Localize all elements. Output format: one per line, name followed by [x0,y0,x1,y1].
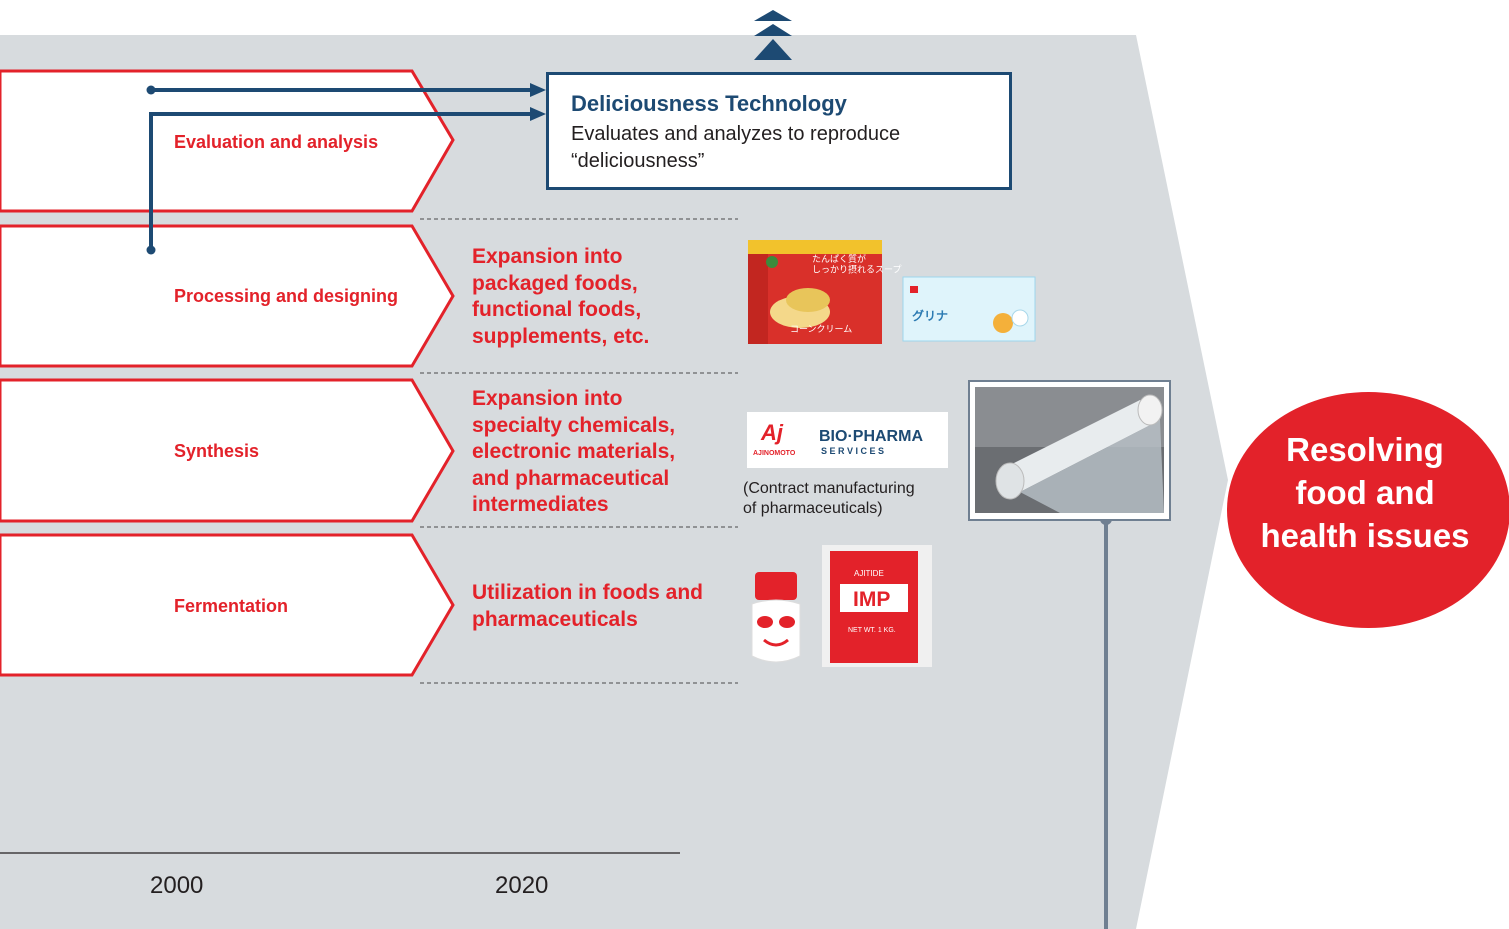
stage-label-evaluation: Evaluation and analysis [174,132,379,152]
double-chevron-up-icon [754,10,792,60]
timeline-year-2000: 2000 [150,872,204,899]
deliciousness-technology-box: Deliciousness Technology Evaluates and a… [546,72,1012,190]
connector-dot [146,85,156,95]
dashed-separators [420,218,738,684]
processing-expansion-text: Expansion into packaged foods, functiona… [472,245,650,348]
imp-bag-brand: AJITIDE [854,569,884,578]
ajinomoto-brand: AJINOMOTO [753,450,796,457]
goal-text: Resolving food and health issues [1260,431,1470,554]
stage-arrow-processing [0,224,455,368]
stage-arrow-evaluation [0,69,455,213]
bio-pharma-logo: Aj AJINOMOTO BIO·PHARMA S E R V I C E S [747,412,948,468]
stage-label-synthesis: Synthesis [174,441,260,461]
logo-caption: (Contract manufacturing of pharmaceutica… [743,480,915,517]
panda-seasoning-bottle [751,572,801,663]
stage-arrow-synthesis [0,378,455,523]
arrowhead-icon [530,107,546,121]
timeline-year-2020: 2020 [495,872,549,899]
deliciousness-technology-text: Evaluates and analyzes to reproduce “del… [571,123,901,172]
stage-label-processing: Processing and designing [174,286,399,306]
film-roll-photo [968,380,1171,521]
soup-box-text: たんぱく質がしっかり摂れるスープ [812,253,901,275]
imp-bag-text: NET WT. 1 KG. [848,627,896,634]
glina-box-text: グリナ [912,308,948,323]
connector-dot [146,245,156,255]
ajinomoto-mark: Aj [761,420,783,445]
deliciousness-technology-title: Deliciousness Technology [571,91,847,116]
fermentation-expansion-text: Utilization in foods and pharmaceuticals [472,581,703,631]
technology-connector-arrows [149,88,533,250]
synthesis-expansion-text: Expansion into specialty chemicals, elec… [472,387,676,516]
soup-flavor-text: コーンクリーム [790,324,852,335]
bio-pharma-services: S E R V I C E S [821,446,885,456]
imp-bag-logo: IMP [853,588,890,611]
arrowhead-icon [530,83,546,97]
stage-arrow-fermentation [0,533,455,677]
stage-label-fermentation: Fermentation [174,596,289,616]
glina-box-product [902,276,1036,342]
goal-circle [1227,392,1509,628]
bio-pharma-name: BIO·PHARMA [819,428,923,445]
imp-bag-product [822,545,932,667]
soup-box-product [748,240,882,344]
